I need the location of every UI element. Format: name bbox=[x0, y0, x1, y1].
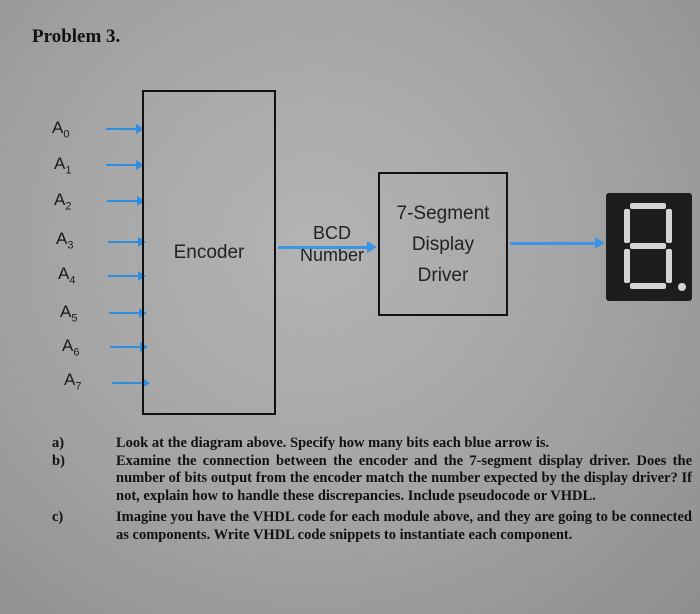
input-label-a0: A0 bbox=[52, 118, 70, 141]
input-arrow-a0 bbox=[106, 124, 144, 134]
question-b: b) Examine the connection between the en… bbox=[52, 452, 692, 504]
input-arrow-a3 bbox=[108, 237, 146, 247]
problem-title: Problem 3. bbox=[32, 26, 121, 47]
input-label-a5: A5 bbox=[60, 302, 78, 325]
input-arrow-a1 bbox=[106, 160, 144, 170]
input-arrow-a4 bbox=[108, 271, 146, 281]
input-label-a6: A6 bbox=[62, 336, 80, 359]
input-label-a7: A7 bbox=[64, 370, 82, 393]
bcd-arrow bbox=[278, 241, 377, 253]
question-a: a) Look at the diagram above. Specify ho… bbox=[52, 435, 550, 451]
input-arrow-a6 bbox=[110, 342, 148, 352]
input-arrow-a7 bbox=[112, 378, 150, 388]
questions: a) Look at the diagram above. Specify ho… bbox=[52, 435, 692, 544]
display-output-arrow bbox=[510, 237, 605, 249]
encoder-label: Encoder bbox=[173, 241, 245, 263]
bcd-number-label: BCD Number bbox=[299, 223, 365, 265]
question-c: c) Imagine you have the VHDL code for ea… bbox=[52, 509, 692, 543]
input-arrow-a5 bbox=[109, 308, 147, 318]
input-label-a3: A3 bbox=[56, 229, 74, 252]
encoder-block: Encoder bbox=[142, 90, 276, 415]
input-arrow-a2 bbox=[107, 196, 145, 206]
input-label-a2: A2 bbox=[54, 190, 72, 213]
display-driver-block: 7-Segment Display Driver bbox=[378, 172, 508, 316]
seven-segment-display-icon bbox=[606, 193, 692, 301]
input-label-a1: A1 bbox=[54, 154, 72, 177]
input-label-a4: A4 bbox=[58, 264, 76, 287]
